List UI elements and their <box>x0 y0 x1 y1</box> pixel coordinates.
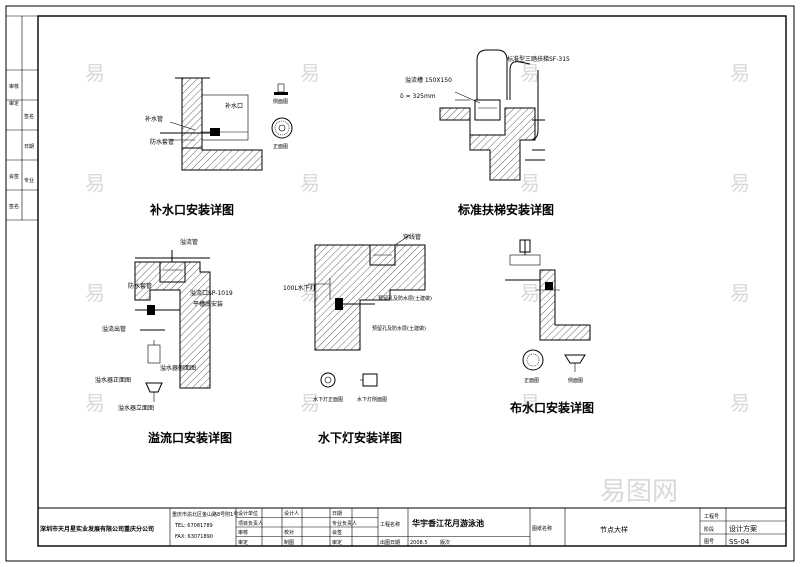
side-panel-labels-2-text: 签名 <box>24 113 34 120</box>
title-block-roles-mid-1-text: 校对 <box>284 529 294 536</box>
drawings-distribution-labels-side-view-text: 侧面图 <box>568 377 583 384</box>
outer-frame <box>5 5 795 562</box>
title-block-tel-text: TEL: 67081789 <box>174 523 213 529</box>
drawings-overflow-labels-flat-install-text: 平槽底安装 <box>193 300 223 308</box>
drawings-distribution-title-text: 布水口安装详图 <box>510 400 594 415</box>
side-panel-labels-6-text: 签名 <box>9 203 19 210</box>
watermark-char-text: 易 <box>520 281 540 305</box>
drawings-overflow-labels-overflow-drain-text: 溢流出管 <box>102 325 126 333</box>
distribution-inlet-detail: 正面图 侧面图 布水口安装详图 <box>505 239 594 415</box>
makeup-inlet-detail: 补水口 补水管 防水套管 侧面图 正面图 补水口安装详图 <box>145 77 293 217</box>
title-block-drawing-label-text: 图纸名称 <box>532 525 552 532</box>
title-block-roles-right-3-text: 审定 <box>332 539 342 546</box>
drawings-distribution-labels-front-view-text: 正面图 <box>524 378 539 384</box>
title-block-roles-left-1-text: 项目负责人 <box>238 520 263 527</box>
title-block-date-label-text: 出图日期 <box>380 539 400 546</box>
drawings-underwater-light-labels-front-view-text: 水下灯正面图 <box>313 396 343 403</box>
drawings-overflow-title-text: 溢流口安装详图 <box>148 430 232 445</box>
watermark-char-text: 易 <box>730 61 750 85</box>
title-block-company-text: 深圳市天月星实业发展有限公司重庆分公司 <box>40 525 154 533</box>
title-block-date-text: 2008.5 <box>410 540 428 546</box>
drawings-makeup-inlet-labels-waterproof-sleeve-text: 防水套管 <box>150 138 174 146</box>
title-block-roles-left-0-text: 设计单位 <box>238 510 258 517</box>
drawings-makeup-inlet-title-text: 补水口安装详图 <box>149 202 234 217</box>
title-block-address-text: 重庆市渝北区金山路8号附1号 <box>172 511 238 518</box>
title-block-version-label-text: 版次 <box>440 539 450 546</box>
drawings-ladder-labels-ladder-model-text: 标准型三踏扶梯SF-315 <box>507 55 570 63</box>
title-block-roles-mid-2-text: 制图 <box>284 539 294 546</box>
drawings-makeup-inlet-labels-makeup-pipe-text: 补水管 <box>145 115 163 123</box>
title-block-project-label-text: 工程名称 <box>380 521 400 528</box>
drawings-overflow-labels-filter-front-text: 溢水器正面图 <box>95 376 131 384</box>
drawings-makeup-inlet-labels-side-view-text: 侧面图 <box>273 98 288 105</box>
watermark-char-text: 易 <box>730 391 750 415</box>
watermark-brand: 易图网 <box>600 477 678 507</box>
watermark-char-text: 易 <box>520 391 540 415</box>
side-panel-labels-1-text: 审定 <box>9 100 19 107</box>
drawings-makeup-inlet-labels-front-view-text: 正面图 <box>273 144 288 150</box>
watermark-char-text: 易 <box>300 391 320 415</box>
watermark-char-text: 易 <box>730 171 750 195</box>
drawings-underwater-light-title-text: 水下灯安装详图 <box>318 430 402 445</box>
ladder-detail: 标准型三踏扶梯SF-315 溢流槽 150X150 δ = 325mm 标准扶梯… <box>400 49 570 217</box>
watermark-char-text: 易 <box>520 171 540 195</box>
watermark-char-text: 易 <box>85 171 105 195</box>
watermark-char-text: 易 <box>730 281 750 305</box>
drawings-overflow-labels-waterproof-sleeve-text: 防水套管 <box>128 282 152 290</box>
title-block-roles-right-1-text: 专业负责人 <box>332 520 357 527</box>
title-block-project-name-text: 华宇香江花月游泳池 <box>412 518 484 528</box>
drawings-overflow-labels-overflow-inlet-text: 溢流口SP-1019 <box>190 289 233 297</box>
drawings-overflow-labels-overflow-pipe-text: 溢流管 <box>180 238 198 246</box>
drawings-underwater-light-labels-depth-text: 100L水下灯 <box>283 284 316 292</box>
drawings-underwater-light-labels-conduit-text: 穿线管 <box>403 233 421 241</box>
overflow-detail: 溢流管 溢流口SP-1019 平槽底安装 防水套管 溢流出管 溢水器侧面图 溢水… <box>95 238 233 445</box>
side-panel-labels-3-text: 日期 <box>24 144 34 150</box>
drawings-ladder-title-text: 标准扶梯安装详图 <box>457 202 554 217</box>
watermark-char-text: 易 <box>300 171 320 195</box>
watermark-char-text: 易 <box>300 61 320 85</box>
title-block-sheet-label-text: 图号 <box>704 539 714 545</box>
drawings-overflow-labels-filter-top-text: 溢水器立面图 <box>118 404 154 412</box>
title-block-roles-right-0-text: 日期 <box>332 511 342 517</box>
title-block-roles-left-3-text: 审定 <box>238 539 248 546</box>
side-panel-labels-0-text: 审核 <box>9 83 19 90</box>
underwater-light-detail: 穿线管 100L水下灯 预留孔及防水层(土建做) 预留孔及防水层(土建做) 水下… <box>283 233 432 445</box>
title-block-roles-left-2-text: 审核 <box>238 529 248 536</box>
title-block-no-label-text: 工程号 <box>704 513 719 520</box>
title-block-drawing-name-text: 节点大样 <box>600 525 628 534</box>
drawings-ladder-labels-gutter-text: 溢流槽 150X150 <box>405 76 452 84</box>
drawings-underwater-light-labels-seal-upper-text: 预留孔及防水层(土建做) <box>378 295 432 302</box>
drawings-underwater-light-labels-side-view-text: 水下灯侧面图 <box>357 396 387 403</box>
side-panel-labels-5-text: 专业 <box>24 177 34 184</box>
title-block-fax-text: FAX: 63071890 <box>175 534 213 540</box>
watermark-char-text: 易 <box>85 61 105 85</box>
title-block: 深圳市天月星实业发展有限公司重庆分公司 重庆市渝北区金山路8号附1号 TEL: … <box>37 507 787 547</box>
side-panel-labels-4-text: 会签 <box>9 173 19 180</box>
watermark-char-text: 易 <box>85 281 105 305</box>
drawings-ladder-labels-thickness-text: δ = 325mm <box>400 93 436 100</box>
side-panel: 审核 审定 签名 日期 会签 专业 签名 <box>6 15 38 221</box>
drawings-underwater-light-labels-seal-lower-text: 预留孔及防水层(土建做) <box>372 325 426 332</box>
watermark-char-text: 易 <box>85 391 105 415</box>
title-block-roles-mid-0-text: 设计人 <box>284 510 299 517</box>
title-block-sheet-text: SS-04 <box>729 538 750 546</box>
title-block-stage-label-text: 阶段 <box>704 526 714 533</box>
drawings-overflow-labels-filter-side-text: 溢水器侧面图 <box>160 364 196 372</box>
watermark-char-text: 易 <box>520 61 540 85</box>
watermark-layer: 易 易 易 易 易 易 易 易 易 易 易 易 易 易 易 易 易图网 <box>85 61 750 507</box>
title-block-stage-text: 设计方案 <box>729 524 757 533</box>
title-block-roles-right-2-text: 会签 <box>332 529 342 536</box>
drawings-makeup-inlet-labels-inlet-text: 补水口 <box>225 102 243 110</box>
